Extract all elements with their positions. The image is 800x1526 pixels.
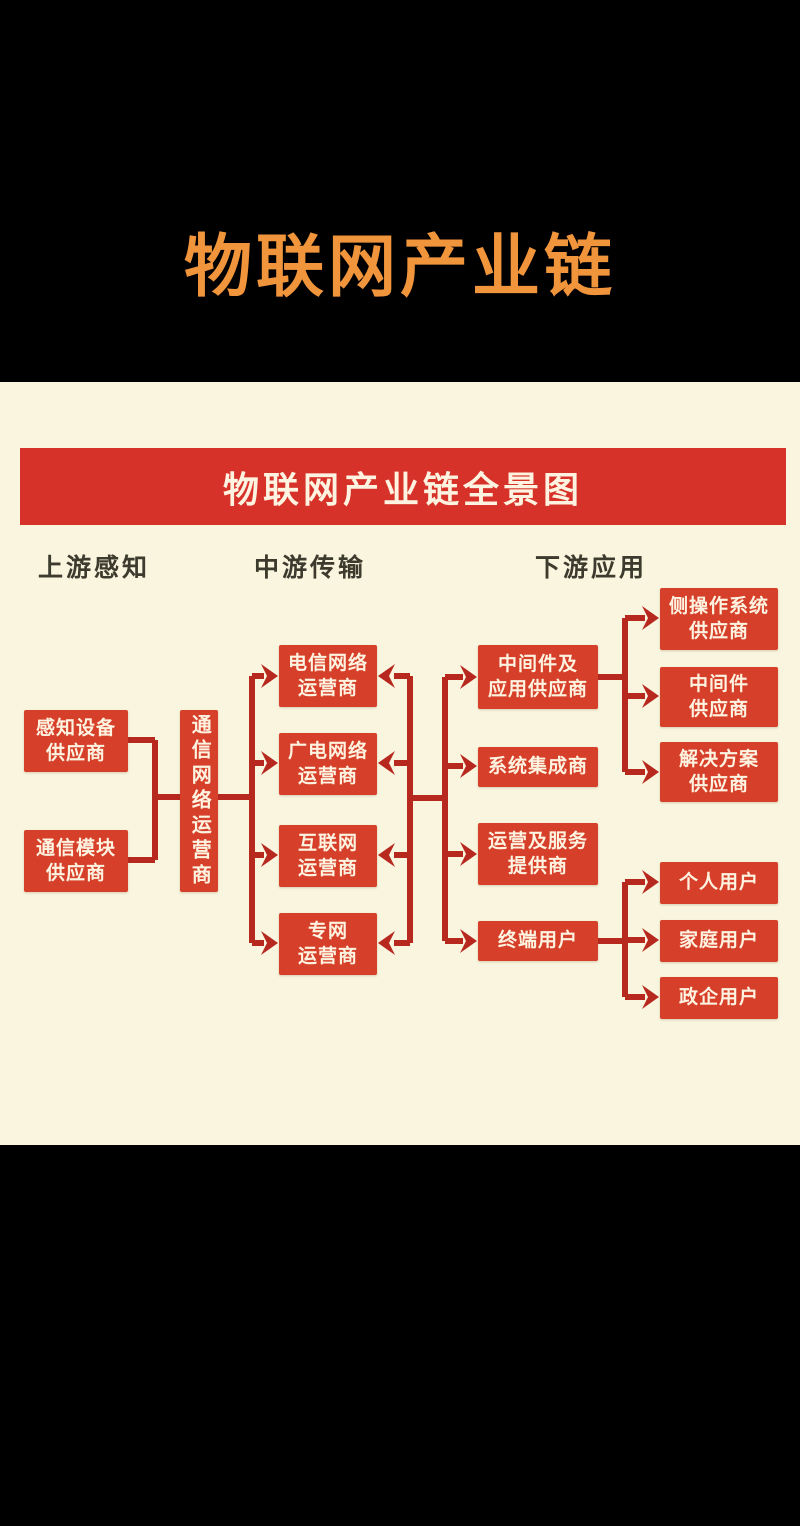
node-solution-supplier: 解决方案 供应商 (660, 742, 778, 802)
node-telecom-operator: 电信网络 运营商 (279, 645, 377, 707)
page-title: 物联网产业链 (183, 229, 616, 305)
node-family-user: 家庭用户 (660, 920, 778, 962)
bottom-black-band (0, 1145, 800, 1526)
top-black-band: 物联网产业链 (0, 0, 800, 382)
node-network-operator: 通信网络运营商 (180, 710, 218, 892)
node-private-network-operator: 专网 运营商 (279, 913, 377, 975)
column-header-midstream: 中游传输 (254, 554, 367, 582)
banner-title: 物联网产业链全景图 (222, 468, 583, 510)
node-middleware-supplier: 中间件 供应商 (660, 667, 778, 727)
node-sensor-supplier: 感知设备 供应商 (24, 710, 128, 772)
node-gov-enterprise-user: 政企用户 (660, 977, 778, 1019)
node-internet-operator: 互联网 运营商 (279, 825, 377, 887)
node-ops-service-provider: 运营及服务 提供商 (478, 823, 598, 885)
node-end-user: 终端用户 (478, 921, 598, 961)
node-system-integrator: 系统集成商 (478, 747, 598, 787)
column-header-upstream: 上游感知 (38, 554, 151, 582)
diagram-banner: 物联网产业链全景图 (20, 448, 786, 525)
node-personal-user: 个人用户 (660, 862, 778, 904)
column-header-downstream: 下游应用 (535, 554, 648, 582)
node-module-supplier: 通信模块 供应商 (24, 830, 128, 892)
node-middleware-app-supplier: 中间件及 应用供应商 (478, 645, 598, 709)
node-os-supplier: 侧操作系统 供应商 (660, 588, 778, 650)
node-broadcast-operator: 广电网络 运营商 (279, 733, 377, 795)
